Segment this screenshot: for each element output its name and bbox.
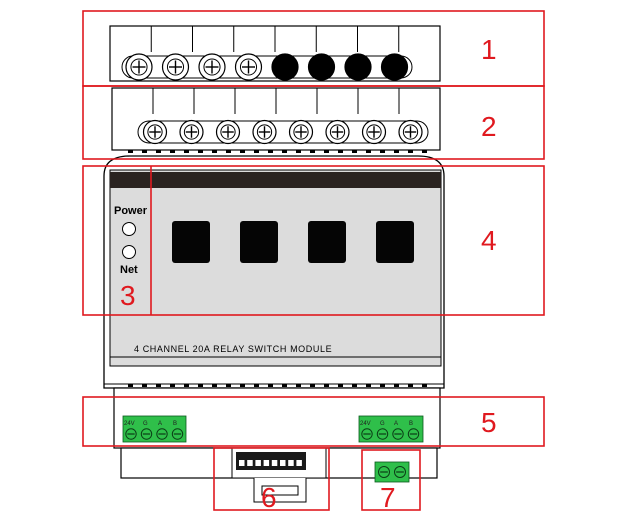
top-screw-4 <box>234 53 263 81</box>
top-screw-5 <box>271 53 299 81</box>
right-green-screw-3 <box>392 428 404 440</box>
second-screw-2 <box>179 119 204 145</box>
left-green-screw-2 <box>140 428 153 440</box>
net-label: Net <box>120 264 138 276</box>
net-led <box>122 245 136 259</box>
channel-4-button[interactable] <box>376 221 414 263</box>
top-row-screws <box>121 53 413 81</box>
power-led <box>122 222 136 236</box>
dip-key-1[interactable] <box>239 460 245 466</box>
right-pin-a-label: A <box>394 421 398 427</box>
top-screw-1 <box>125 53 153 81</box>
body-dash-ticks <box>128 384 427 387</box>
dip-key-4[interactable] <box>263 460 270 466</box>
callout-box-6 <box>213 447 330 511</box>
second-screw-8 <box>398 119 423 145</box>
callout-7-number: 7 <box>380 482 396 513</box>
second-screw-7 <box>361 119 387 145</box>
top-screw-8 <box>380 53 409 81</box>
power-label: Power <box>114 205 148 217</box>
second-screw-1 <box>142 119 168 145</box>
right-pin-g-label: G <box>380 421 385 427</box>
top-screw-3 <box>198 53 226 81</box>
left-pin-g-label: G <box>143 421 148 427</box>
right-green-screw-4 <box>407 428 420 440</box>
aux-screw-1 <box>378 466 390 478</box>
dip-key-6[interactable] <box>280 460 286 466</box>
row2-dash-ticks <box>128 150 427 153</box>
din-rail-clip <box>253 478 307 503</box>
second-row-screws <box>137 119 429 145</box>
left-pin-b-label: B <box>173 421 177 427</box>
left-pin-a-label: A <box>158 421 162 427</box>
channel-1-button[interactable] <box>172 221 210 263</box>
callout-5-number: 5 <box>481 407 497 438</box>
panel-top-stripe <box>110 172 441 188</box>
callout-box-2 <box>82 85 545 160</box>
right-green-screw-2 <box>376 428 389 440</box>
callout-2-number: 2 <box>481 111 497 142</box>
second-screw-3 <box>215 119 241 145</box>
channel-2-button[interactable] <box>240 221 278 263</box>
right-pin-24v-label: 24V <box>360 421 371 427</box>
callout-4-number: 4 <box>481 225 497 256</box>
right-pin-b-label: B <box>409 421 413 427</box>
dip-key-8[interactable] <box>296 460 302 466</box>
top-screw-2 <box>161 53 190 81</box>
second-screw-6 <box>325 119 350 145</box>
top-screw-7 <box>344 53 372 81</box>
callout-box-5 <box>82 396 545 447</box>
dip-key-3[interactable] <box>255 460 261 466</box>
right-green-screw-1 <box>361 428 373 440</box>
callout-box-7 <box>361 449 421 511</box>
callout-box-4 <box>82 165 545 316</box>
model-label: 4 CHANNEL 20A RELAY SWITCH MODULE <box>134 344 332 354</box>
module-body <box>103 155 445 389</box>
dip-key-7[interactable] <box>288 460 294 466</box>
left-bus-terminal: 24V G A B <box>122 415 187 443</box>
callout-1-number: 1 <box>481 34 497 65</box>
callout-3-number: 3 <box>120 280 136 311</box>
dip-key-2[interactable] <box>247 460 253 466</box>
left-pin-24v-label: 24V <box>124 421 135 427</box>
left-green-screw-4 <box>171 428 184 440</box>
front-panel <box>109 169 442 367</box>
callout-6-number: 6 <box>261 482 277 513</box>
aux-power-terminal <box>374 461 410 483</box>
top-screw-6 <box>307 53 336 81</box>
left-green-screw-1 <box>125 428 137 440</box>
second-screw-5 <box>288 119 314 145</box>
second-screw-4 <box>252 119 277 145</box>
dip-key-5[interactable] <box>271 460 278 466</box>
aux-screw-2 <box>394 466 406 478</box>
right-bus-terminal: 24V G A B <box>358 415 424 443</box>
dip-switch[interactable] <box>231 447 327 479</box>
left-green-screw-3 <box>156 428 168 440</box>
channel-3-button[interactable] <box>308 221 346 263</box>
